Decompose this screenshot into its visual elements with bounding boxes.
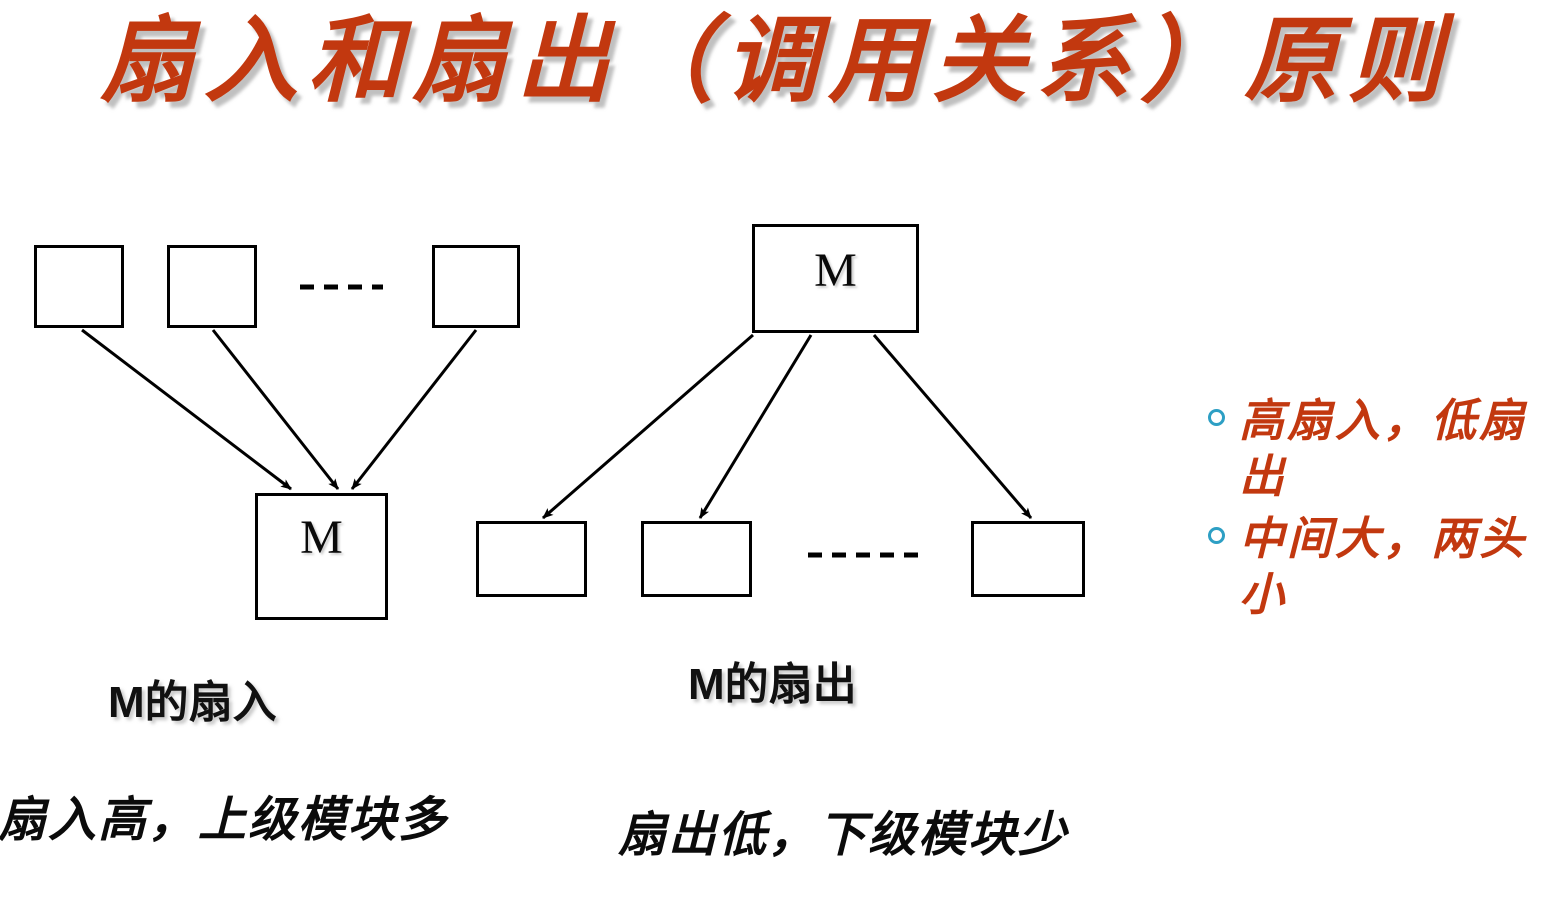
fan-out-callee-box-2[interactable] <box>641 521 752 597</box>
fan-in-caller-box-3[interactable] <box>432 245 520 328</box>
fan-out-arrows <box>542 333 1033 520</box>
bullet-item-1-label: 高扇入，低扇出 <box>1239 396 1528 502</box>
fan-out-source-label: M <box>814 244 857 297</box>
fan-in-note: 扇入高，上级模块多 <box>0 794 449 847</box>
fan-in-arrows <box>81 328 478 491</box>
hollow-circle-bullet-icon <box>1208 527 1225 544</box>
hollow-circle-bullet-icon <box>1208 409 1225 426</box>
fan-in-target-box-m[interactable]: M <box>255 493 388 620</box>
fan-in-caption: M的扇入 <box>108 678 277 727</box>
fan-out-callee-box-3[interactable] <box>971 521 1085 597</box>
fan-out-note: 扇出低，下级模块少 <box>618 809 1069 862</box>
bullet-item-2[interactable]: 中间大，两头小 <box>1208 511 1546 623</box>
fan-in-target-label: M <box>300 511 343 564</box>
fan-in-caller-box-2[interactable] <box>167 245 257 328</box>
fan-out-caption: M的扇出 <box>688 660 857 709</box>
bullet-item-1[interactable]: 高扇入，低扇出 <box>1208 393 1546 505</box>
principles-bullet-list: 高扇入，低扇出 中间大，两头小 <box>1208 393 1546 629</box>
bullet-item-2-label: 中间大，两头小 <box>1239 514 1528 620</box>
page-title: 扇入和扇出（调用关系）原则 <box>99 10 1452 114</box>
fan-out-callee-box-1[interactable] <box>476 521 587 597</box>
fan-out-source-box-m[interactable]: M <box>752 224 919 333</box>
fan-in-caller-box-1[interactable] <box>34 245 124 328</box>
